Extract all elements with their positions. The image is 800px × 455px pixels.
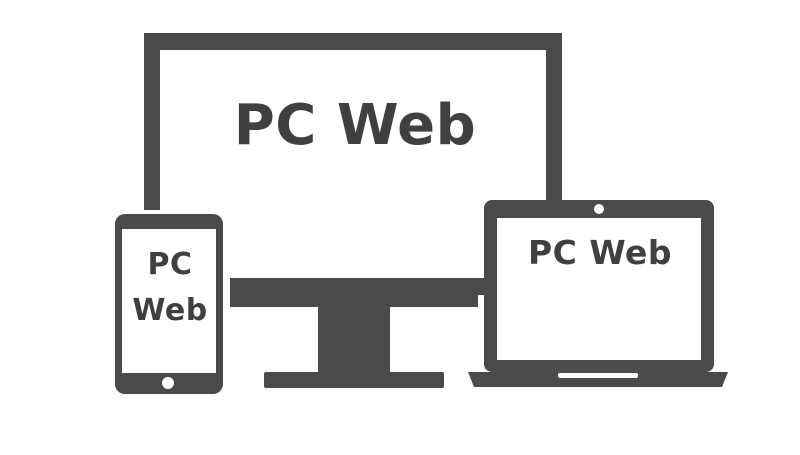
phone-label-line-2: Web	[132, 293, 208, 328]
monitor-screen-label: PC Web	[233, 93, 477, 158]
desktop-monitor-icon	[144, 33, 562, 388]
laptop-base	[468, 372, 728, 387]
laptop-icon	[468, 200, 728, 387]
monitor-stand-base	[264, 372, 444, 388]
monitor-bottom-bar	[228, 291, 478, 307]
laptop-screen-label: PC Web	[527, 233, 673, 272]
phone-home-button	[162, 377, 174, 389]
laptop-camera	[594, 204, 604, 214]
laptop-screen	[497, 218, 701, 360]
smartphone-icon	[110, 210, 230, 400]
phone-label-line-1: PC	[147, 247, 193, 282]
phone-screen-label: PC Web	[120, 242, 220, 334]
monitor-neck	[318, 305, 390, 373]
laptop-trackpad-notch	[558, 373, 638, 378]
phone-screen	[122, 229, 216, 373]
